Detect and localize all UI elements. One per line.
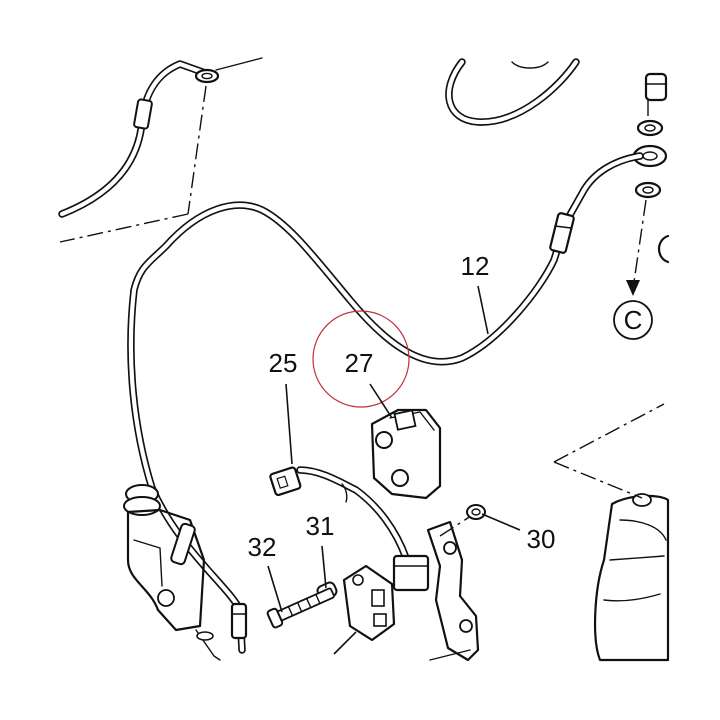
bracket-part-27: [370, 408, 442, 500]
callout-labels: 12 25 27 30 31 32: [248, 251, 556, 562]
brake-caliper: [553, 403, 670, 662]
main-brake-hose: [127, 152, 644, 654]
upper-left-hose-loop: [58, 57, 263, 218]
banjo-fitting-assembly: [626, 72, 670, 296]
callout-32: 32: [248, 532, 277, 562]
callout-31: 31: [306, 511, 335, 541]
axis-lines-upper-left: [59, 85, 207, 243]
callout-27: 27: [345, 348, 374, 378]
master-cylinder: [123, 484, 221, 661]
mounting-plate: [426, 513, 480, 662]
switch-block: [392, 554, 430, 592]
pipe-part-25: [269, 466, 410, 562]
upper-center-hose-loop: [445, 58, 580, 126]
reference-marker-c: C: [613, 300, 653, 340]
bolt-part-32: [266, 587, 335, 629]
highlight-circle: [312, 310, 410, 408]
nut-part-30: [466, 504, 486, 520]
callout-25: 25: [269, 348, 298, 378]
hinge-plate: [333, 564, 396, 655]
callout-30: 30: [527, 524, 556, 554]
leader-lines: [267, 285, 521, 613]
reference-marker-label: C: [624, 305, 643, 335]
callout-12: 12: [461, 251, 490, 281]
